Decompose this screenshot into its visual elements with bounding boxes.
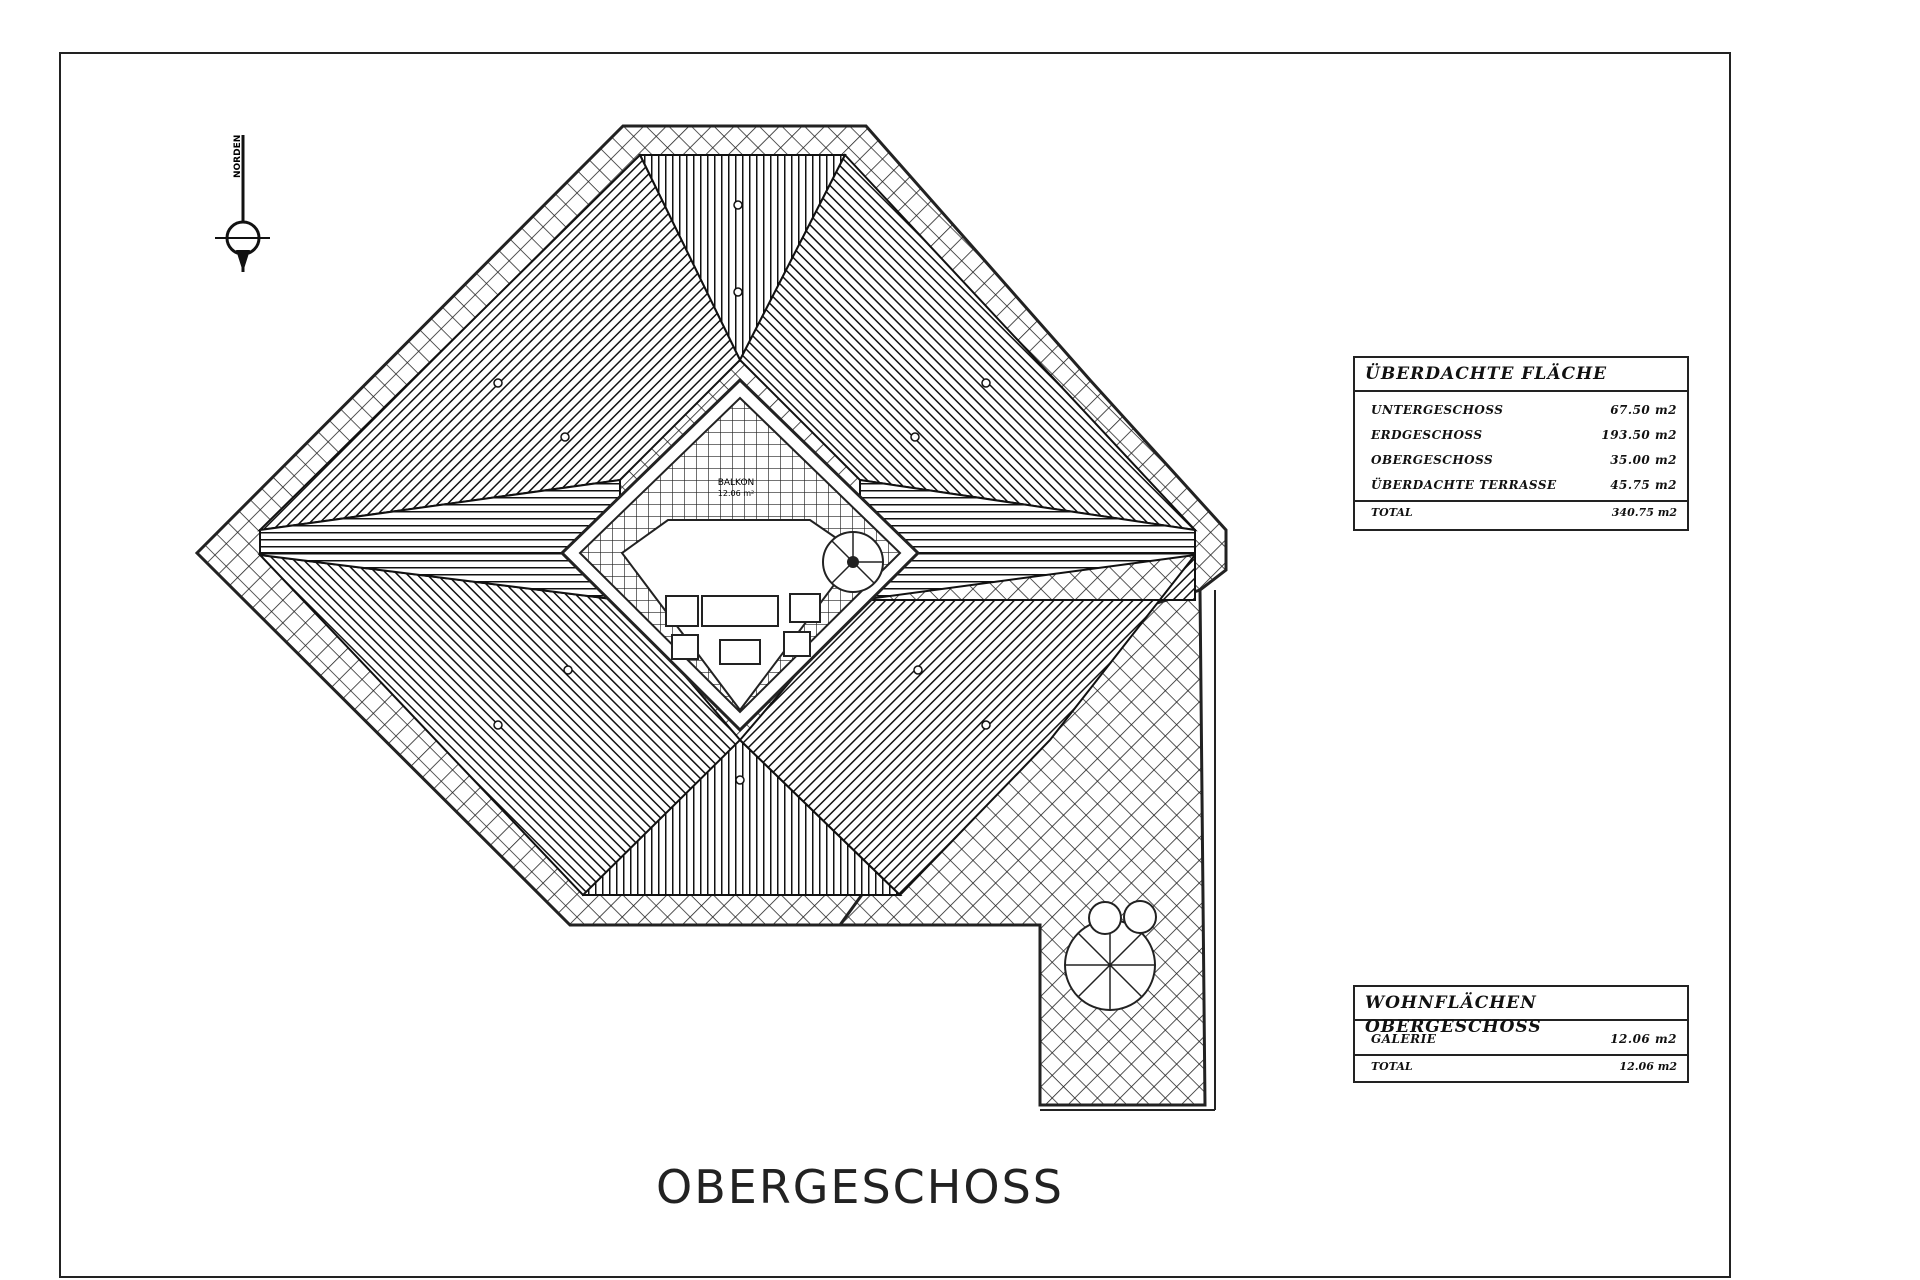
row-value: 67.50 m2 — [1610, 403, 1677, 417]
table-row: ERDGESCHOSS 193.50 m2 — [1371, 423, 1677, 448]
gallery-opening: BALKON 12.06 m² — [559, 377, 921, 733]
total-value: 340.75 m2 — [1611, 506, 1677, 519]
roof-planes — [257, 153, 1198, 897]
drawing-frame — [59, 52, 1731, 1278]
total-value: 12.06 m2 — [1619, 1060, 1677, 1073]
room-label: BALKON — [718, 478, 755, 488]
table-row: OBERGESCHOSS 35.00 m2 — [1371, 448, 1677, 473]
row-label: UNTERGESCHOSS — [1371, 403, 1504, 417]
covered-area-table: ÜBERDACHTE FLÄCHE UNTERGESCHOSS 67.50 m2… — [1353, 356, 1689, 531]
row-value: 45.75 m2 — [1610, 478, 1677, 492]
plan-title: OBERGESCHOSS — [655, 1160, 1064, 1214]
row-label: ERDGESCHOSS — [1371, 428, 1483, 442]
covered-area-header: ÜBERDACHTE FLÄCHE — [1355, 358, 1687, 392]
total-label: TOTAL — [1371, 1060, 1413, 1073]
table-row: GALERIE 12.06 m2 — [1371, 1027, 1677, 1052]
tree-symbol — [1064, 900, 1157, 1011]
north-arrow-icon: NORDEN — [215, 135, 270, 272]
north-label: NORDEN — [233, 135, 243, 178]
row-value: 193.50 m2 — [1601, 428, 1677, 442]
roof-vents — [493, 200, 991, 785]
total-label: TOTAL — [1371, 506, 1413, 519]
living-area-header: WOHNFLÄCHEN OBERGESCHOSS — [1355, 987, 1687, 1037]
row-label: OBERGESCHOSS — [1371, 453, 1494, 467]
row-value: 12.06 m2 — [1610, 1032, 1677, 1046]
living-area-table: WOHNFLÄCHEN OBERGESCHOSS GALERIE 12.06 m… — [1353, 985, 1689, 1083]
row-label: GALERIE — [1371, 1032, 1437, 1046]
table-row: UNTERGESCHOSS 67.50 m2 — [1371, 398, 1677, 423]
table-total-row: TOTAL 340.75 m2 — [1355, 500, 1687, 524]
row-value: 35.00 m2 — [1610, 453, 1677, 467]
room-area-label: 12.06 m² — [718, 489, 754, 498]
table-total-row: TOTAL 12.06 m2 — [1355, 1054, 1687, 1078]
row-label: ÜBERDACHTE TERRASSE — [1371, 478, 1557, 492]
table-row: ÜBERDACHTE TERRASSE 45.75 m2 — [1371, 473, 1677, 498]
